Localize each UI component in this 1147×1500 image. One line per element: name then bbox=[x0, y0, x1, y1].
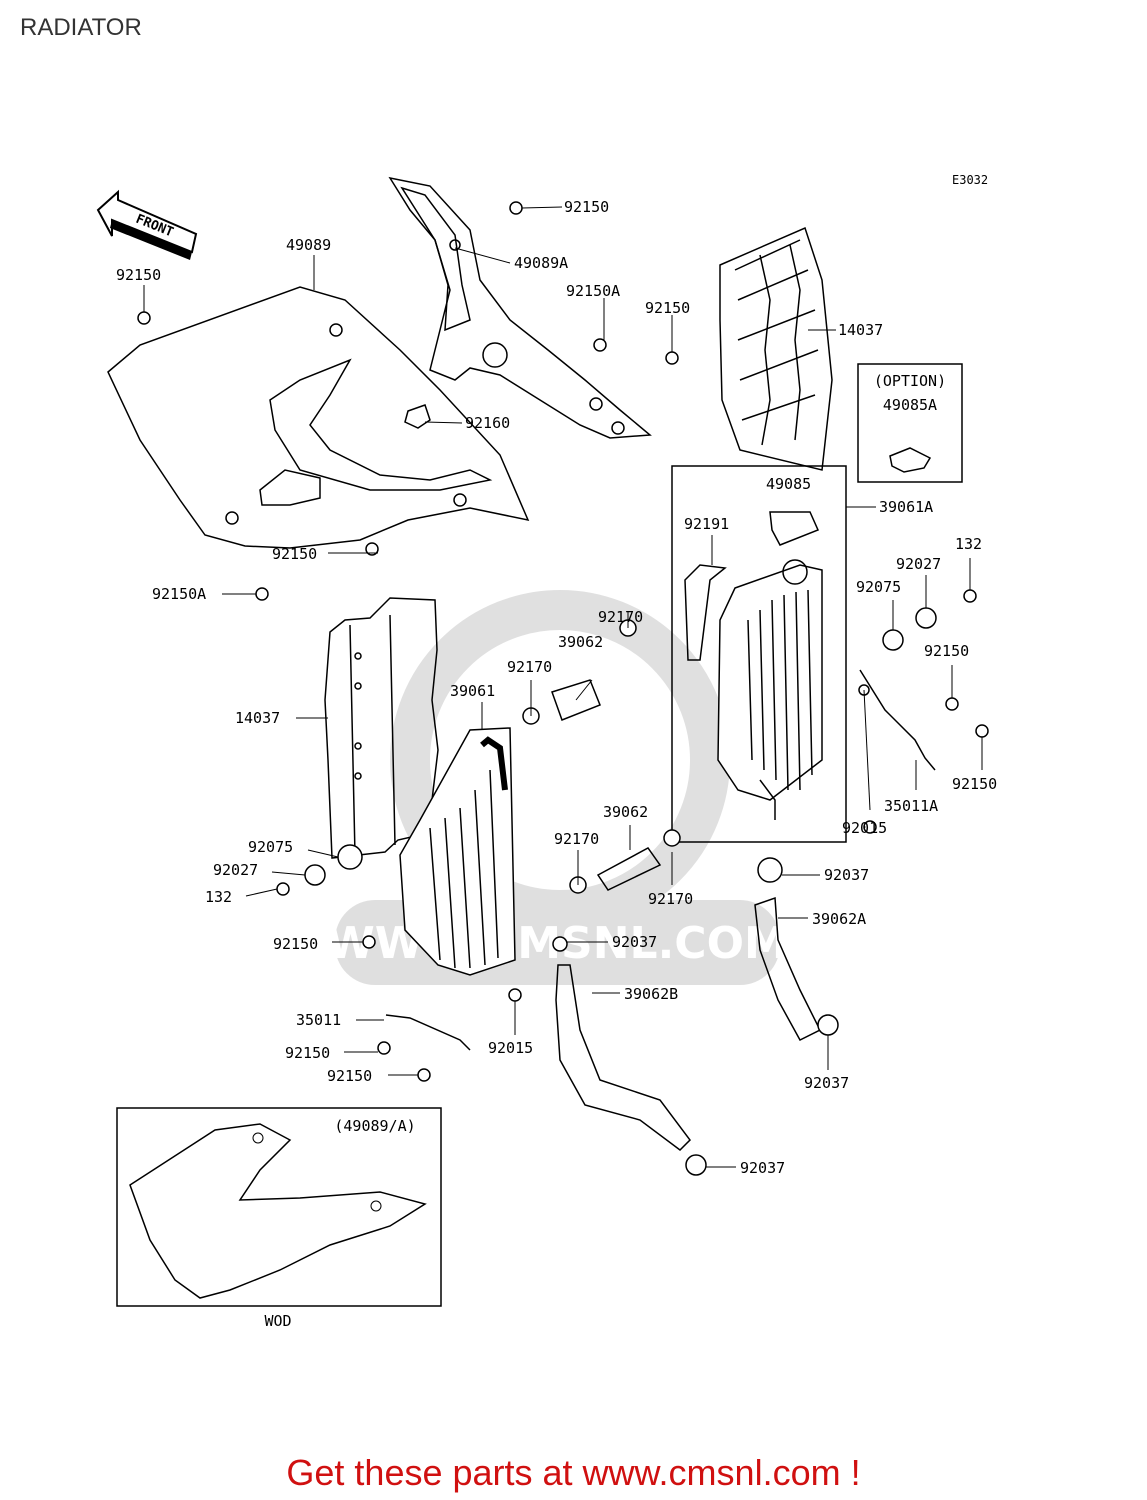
callout-label: 92170 bbox=[507, 658, 552, 676]
callout-label: 92150A bbox=[566, 282, 620, 300]
callout-label: 35011 bbox=[296, 1011, 341, 1029]
hoses bbox=[551, 564, 822, 1151]
callout-label: 92170 bbox=[648, 890, 693, 908]
leader-lines bbox=[143, 206, 983, 1168]
radiator-shroud-right bbox=[388, 176, 652, 439]
hardware bbox=[137, 201, 989, 1176]
callout-label: 132 bbox=[955, 535, 982, 553]
callout-label: 49089A bbox=[514, 254, 568, 272]
page-title: RADIATOR bbox=[20, 14, 142, 41]
callout-label: 39062A bbox=[812, 910, 866, 928]
callout-label: 49085 bbox=[766, 475, 811, 493]
radiator-grille-left bbox=[324, 597, 439, 859]
callout-label: 92150 bbox=[285, 1044, 330, 1062]
callout-label: 92160 bbox=[465, 414, 510, 432]
callout-label: 92027 bbox=[213, 861, 258, 879]
option-box: (OPTION) 49085A bbox=[857, 363, 963, 483]
callout-label: 92150 bbox=[327, 1067, 372, 1085]
callout-label: 132 bbox=[205, 888, 232, 906]
option-heading: (OPTION) bbox=[874, 372, 946, 390]
callout-label: 39062 bbox=[558, 633, 603, 651]
callout-label: 35011A bbox=[884, 797, 938, 815]
callout-label: 92037 bbox=[824, 866, 869, 884]
callout-label: 92015 bbox=[488, 1039, 533, 1057]
callout-label: 92075 bbox=[248, 838, 293, 856]
inset-caption: WOD bbox=[264, 1312, 291, 1330]
callout-label: 49089 bbox=[286, 236, 331, 254]
callout-label: 92027 bbox=[896, 555, 941, 573]
promo-link[interactable]: Get these parts at www.cmsnl.com ! bbox=[286, 1452, 861, 1493]
inset-box: (49089/A) WOD bbox=[116, 1107, 442, 1330]
callout-label: 39062B bbox=[624, 985, 678, 1003]
inset-heading: (49089/A) bbox=[334, 1117, 415, 1135]
callout-label: 92150 bbox=[272, 545, 317, 563]
callout-label: 14037 bbox=[235, 709, 280, 727]
callout-label: 92150 bbox=[924, 642, 969, 660]
radiator-shroud-left bbox=[107, 286, 530, 549]
radiator-left bbox=[399, 727, 516, 976]
diagram-code: E3032 bbox=[952, 173, 988, 187]
callout-label: 92015 bbox=[842, 819, 887, 837]
watermark: WWW.CMSNL.COM bbox=[326, 590, 788, 985]
radiator-grille-right bbox=[719, 226, 833, 471]
callout-label: 39061 bbox=[450, 682, 495, 700]
callout-label: 14037 bbox=[838, 321, 883, 339]
callout-label: 92150 bbox=[952, 775, 997, 793]
front-arrow-icon: FRONT bbox=[96, 189, 198, 260]
callout-label: 92150 bbox=[273, 935, 318, 953]
callout-labels: 92150 49089 92150 49089A 92150A 92150 14… bbox=[116, 198, 997, 1177]
callout-label: 92150 bbox=[116, 266, 161, 284]
option-part-number: 49085A bbox=[883, 396, 937, 414]
callout-label: 92037 bbox=[612, 933, 657, 951]
callout-label: 92075 bbox=[856, 578, 901, 596]
radiator-right bbox=[671, 465, 847, 843]
radiator-parts-diagram: WWW.CMSNL.COM E3032 FRONT bbox=[96, 173, 997, 1330]
callout-label: 92150A bbox=[152, 585, 206, 603]
callout-label: 92170 bbox=[554, 830, 599, 848]
callout-label: 92170 bbox=[598, 608, 643, 626]
callout-label: 92150 bbox=[564, 198, 609, 216]
callout-label: 92191 bbox=[684, 515, 729, 533]
callout-label: 92037 bbox=[740, 1159, 785, 1177]
callout-label: 39061A bbox=[879, 498, 933, 516]
brackets bbox=[385, 669, 936, 1051]
callout-label: 92150 bbox=[645, 299, 690, 317]
callout-label: 39062 bbox=[603, 803, 648, 821]
callout-label: 92037 bbox=[804, 1074, 849, 1092]
